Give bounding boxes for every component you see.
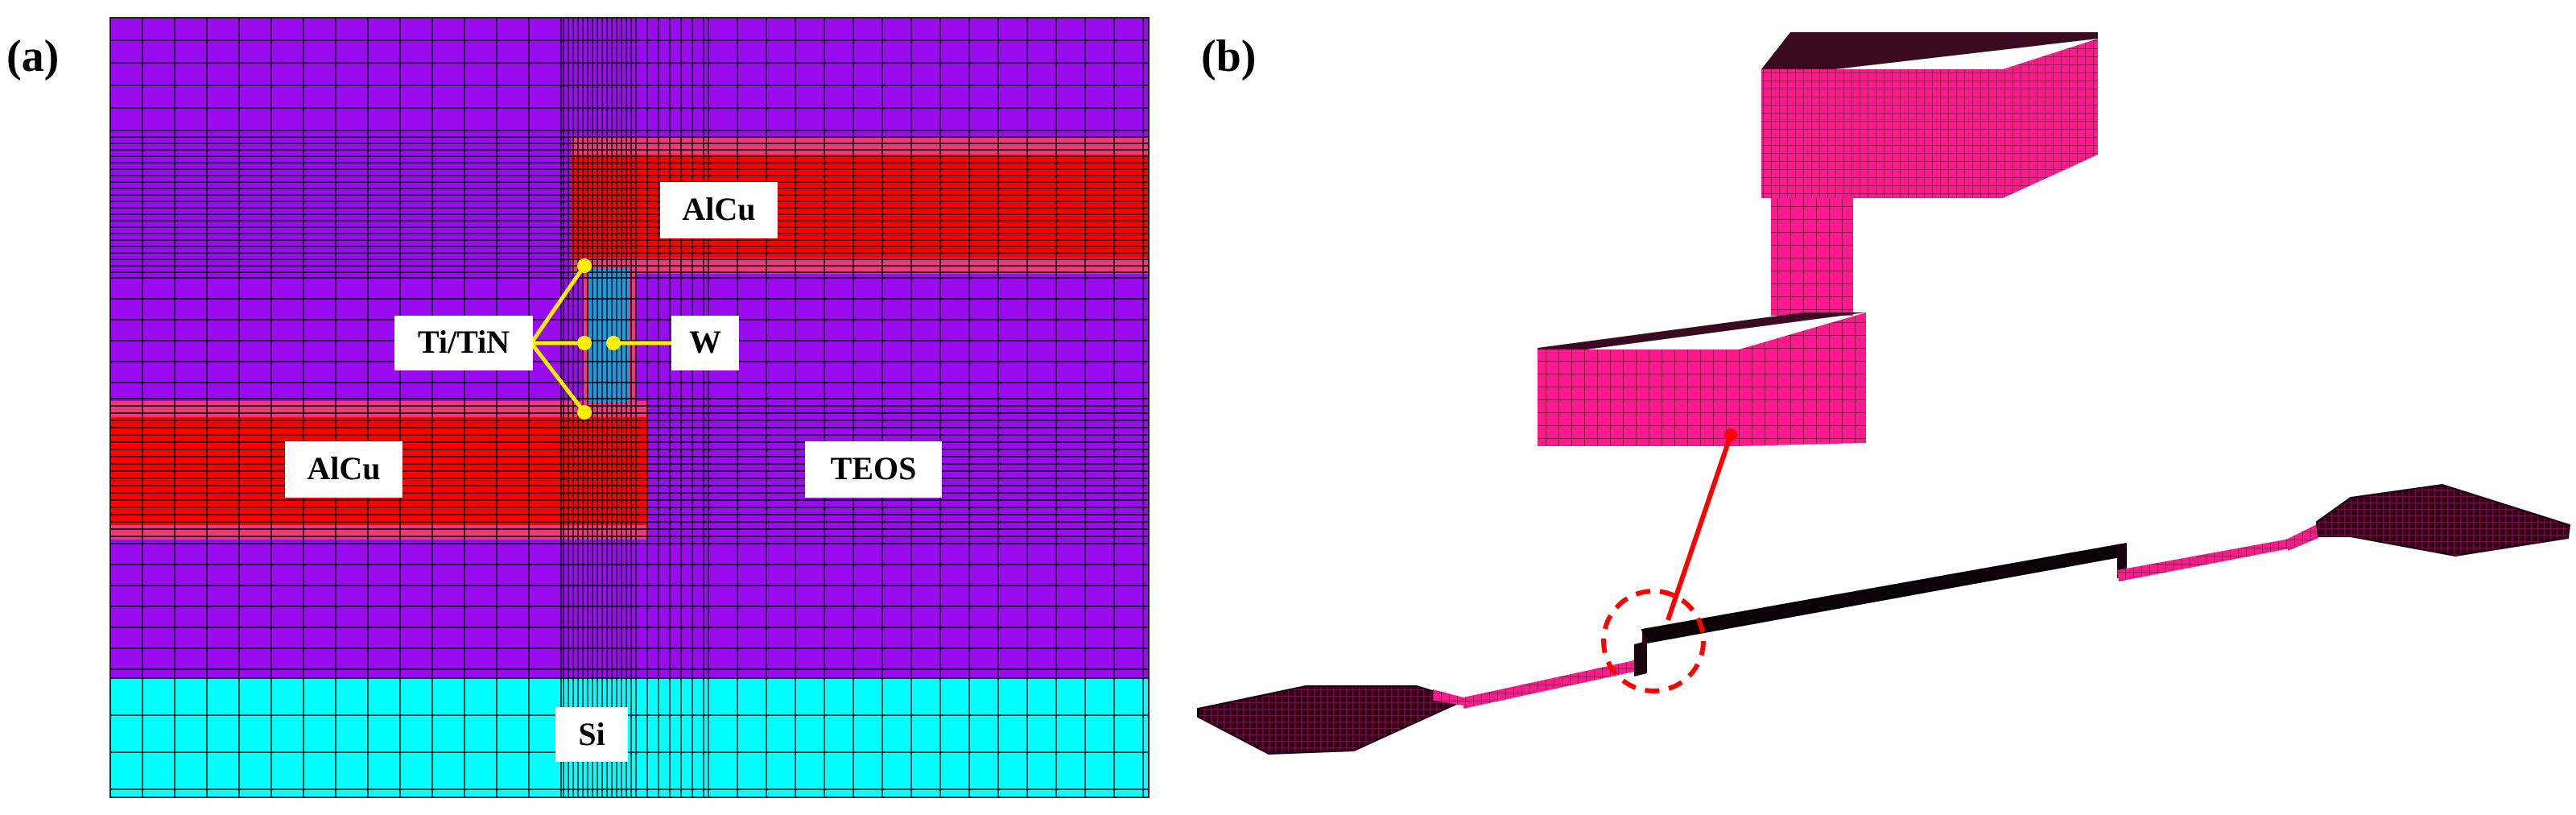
alcu-bottom-label: AlCu xyxy=(307,450,380,486)
callout-dots xyxy=(577,259,621,420)
alcu-bottom-label-box xyxy=(285,441,402,498)
alcu-top-label: AlCu xyxy=(682,191,755,227)
si-label-box xyxy=(555,707,628,762)
mesh-grid xyxy=(110,18,1149,797)
main-line-side xyxy=(1642,630,1647,654)
w-label: W xyxy=(689,324,721,360)
alcu-top-label-box xyxy=(660,182,778,238)
inset-upper-block-side xyxy=(2003,39,2098,198)
right-pad xyxy=(2315,483,2571,557)
panel-a-border xyxy=(109,17,1150,798)
teos-label: TEOS xyxy=(831,450,917,486)
ti-tin-callout-lines xyxy=(529,264,673,414)
inset-upper-block-top xyxy=(1761,32,2098,74)
panel-b-3d-mesh xyxy=(1197,32,2571,755)
inset-via-column xyxy=(1771,198,1853,316)
inset-lower-block-front xyxy=(1538,350,1739,446)
zoom-pointer-line xyxy=(1666,434,1733,621)
w-via xyxy=(589,269,630,403)
zoom-region-circle xyxy=(1601,589,1706,693)
inset-lower-block-side xyxy=(1739,312,1866,446)
w-label-box xyxy=(671,316,739,370)
step-up-left xyxy=(1634,641,1647,676)
main-line xyxy=(1641,543,2127,644)
zoom-pointer-dot xyxy=(1724,428,1737,441)
left-pad xyxy=(1197,685,1466,755)
inset-lower-block-top xyxy=(1538,312,1866,356)
si-label: Si xyxy=(578,716,605,752)
teos-label-box xyxy=(805,441,942,498)
left-line xyxy=(1463,660,1634,709)
panel-a-mesh-cross-section: AlCu Ti/TiN W AlCu TEOS Si xyxy=(109,17,1150,798)
panel-b-label: (b) xyxy=(1201,31,1256,81)
right-pad-taper xyxy=(2286,523,2318,551)
right-line xyxy=(2117,538,2294,581)
panel-a-label: (a) xyxy=(6,31,59,81)
ti-tin-label: Ti/TiN xyxy=(418,324,510,360)
ti-tin-label-box xyxy=(394,316,533,370)
si-region xyxy=(110,678,1149,797)
inset-upper-block-front xyxy=(1761,69,2003,198)
